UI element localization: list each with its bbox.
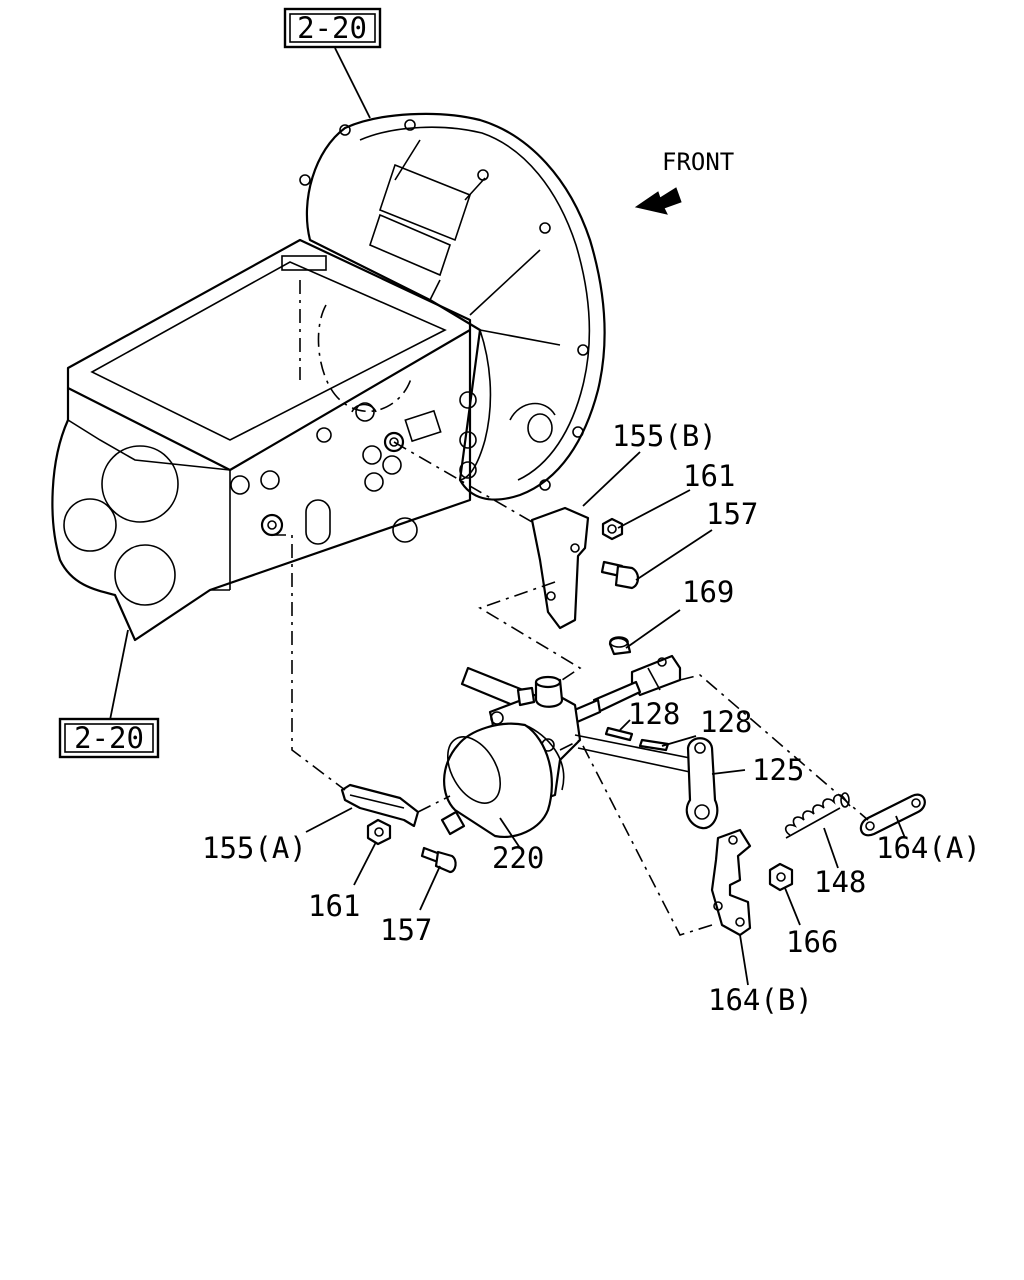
shaft-line xyxy=(574,734,701,773)
label-128-b: 128 xyxy=(700,705,752,739)
leader-164a xyxy=(895,815,906,839)
bell-housing xyxy=(299,112,606,501)
label-161-right: 161 xyxy=(683,459,735,493)
label-220: 220 xyxy=(492,841,544,875)
link-155a-case xyxy=(272,534,346,791)
front-label: FRONT xyxy=(662,148,734,176)
label-166: 166 xyxy=(786,925,838,959)
cylinder-220 xyxy=(440,666,582,838)
label-128-a: 128 xyxy=(628,697,680,731)
leader-166 xyxy=(784,887,801,926)
leader-157-right xyxy=(635,529,713,581)
leader-169 xyxy=(625,609,681,649)
ref-box-left[interactable]: 2-20 xyxy=(58,717,160,759)
label-155b: 155(B) xyxy=(612,419,717,453)
bracket-164b xyxy=(710,828,752,937)
leader-155a xyxy=(305,807,353,833)
leader-157-left xyxy=(419,865,441,911)
link-155b-cylinder xyxy=(478,581,582,681)
link-164a xyxy=(859,793,926,837)
ref-box-top[interactable]: 2-20 xyxy=(283,7,382,49)
leader-125 xyxy=(711,769,746,775)
label-164b: 164(B) xyxy=(708,983,813,1017)
leader-164b xyxy=(739,934,749,986)
label-125: 125 xyxy=(752,753,804,787)
label-164a: 164(A) xyxy=(876,831,981,865)
nut-161-left xyxy=(366,818,392,846)
bracket-155b xyxy=(530,506,590,630)
nut-166 xyxy=(768,862,794,892)
bracket-155a xyxy=(340,783,420,828)
leader-ref-left xyxy=(109,629,129,721)
ref-left-text: 2-20 xyxy=(74,721,144,755)
leader-128-a xyxy=(619,719,631,731)
leader-ref-top xyxy=(334,47,371,119)
nut-161-right xyxy=(601,517,624,541)
label-161-left: 161 xyxy=(308,889,360,923)
front-arrow-icon xyxy=(634,187,682,215)
label-155a: 155(A) xyxy=(202,831,307,865)
leader-220 xyxy=(499,817,521,849)
transmission-case xyxy=(51,238,477,642)
key-128-b xyxy=(638,738,670,752)
link-164b-cylinder xyxy=(559,738,713,936)
bolt-157-left xyxy=(420,846,457,874)
ref-top-text: 2-20 xyxy=(297,11,367,45)
bolt-157-right xyxy=(600,560,640,590)
pin-169 xyxy=(608,636,632,656)
label-148: 148 xyxy=(814,865,866,899)
leader-161-left xyxy=(353,841,377,886)
label-157-left: 157 xyxy=(380,913,432,947)
link-164a-clevis xyxy=(679,674,869,821)
leader-155b xyxy=(582,451,641,507)
leader-128-b xyxy=(661,735,697,747)
label-169: 169 xyxy=(682,575,734,609)
key-128-a xyxy=(604,726,634,742)
label-157-right: 157 xyxy=(706,497,758,531)
link-155a-cylinder xyxy=(417,795,451,813)
spring-148 xyxy=(784,792,851,839)
lever-125 xyxy=(685,737,719,830)
leader-161-right xyxy=(617,489,691,529)
link-155b-case xyxy=(393,441,533,523)
leader-148 xyxy=(823,827,839,869)
